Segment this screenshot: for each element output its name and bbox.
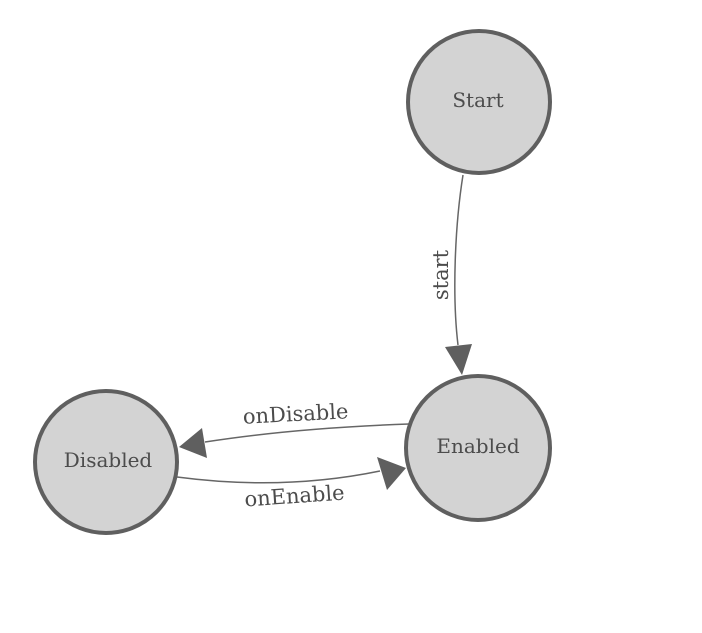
edge-enabled-to-disabled: onDisable <box>179 399 410 458</box>
arrowhead-left-icon <box>179 428 207 458</box>
node-start-label: Start <box>452 88 503 112</box>
edge-label-ondisable: onDisable <box>242 399 349 428</box>
node-enabled-circle <box>404 374 552 522</box>
edge-start-to-enabled-line <box>454 174 464 346</box>
arrowhead-down-icon <box>445 344 472 375</box>
node-enabled: Enabled <box>404 374 552 522</box>
node-enabled-label: Enabled <box>436 434 519 458</box>
node-disabled-label: Disabled <box>64 448 153 472</box>
edge-enabled-to-disabled-line <box>204 423 410 443</box>
edge-start-to-enabled: start <box>429 174 472 375</box>
node-disabled: Disabled <box>33 389 179 535</box>
edge-disabled-to-enabled-line <box>176 470 381 484</box>
node-start-circle <box>406 29 552 175</box>
arrowhead-right-icon <box>377 457 406 490</box>
edge-label-onenable: onEnable <box>244 481 346 512</box>
node-start: Start <box>406 29 552 175</box>
node-disabled-circle <box>33 389 179 535</box>
edge-disabled-to-enabled: onEnable <box>176 457 406 512</box>
edge-label-start: start <box>429 249 453 300</box>
